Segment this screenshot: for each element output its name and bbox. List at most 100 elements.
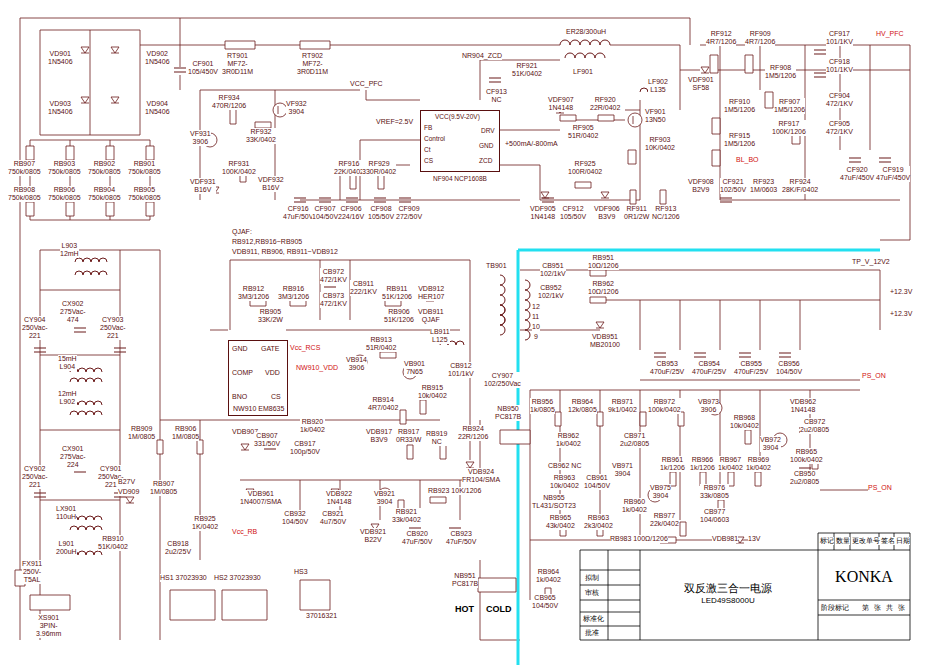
component-label: RF909 4R7/1206 <box>745 30 775 46</box>
component-label: RB924 22R/1206 <box>458 425 488 441</box>
component-label: RB906 750k/0805 <box>48 186 81 202</box>
component-label: RB916 3M3/1206 <box>278 285 309 301</box>
component-label: RF913 NC/1206 <box>652 205 680 221</box>
component-label: FX911 250V-T5AL <box>22 560 42 584</box>
component-label: VF901 13N50 <box>645 108 666 124</box>
component-label: CF913 NC <box>486 88 507 104</box>
component-label: LB911 L125 <box>430 328 450 344</box>
component-label: RB969 1k/0402 <box>746 456 771 472</box>
component-label: VDF932 B16V <box>258 176 284 192</box>
component-label: VDB911, RB906, RB911~VDB912 <box>232 248 338 256</box>
component-label: VF932 3904 <box>286 100 307 116</box>
component-label: 12mH L902 <box>58 390 77 406</box>
component-label: VDB917 B3V9 <box>366 428 392 444</box>
component-label: TB901 <box>486 262 507 270</box>
component-label: VDB921 B22V <box>360 528 386 544</box>
component-label: RB962 10Ω/1206 <box>588 280 619 296</box>
component-label: RB905 750k/0805 <box>128 186 161 202</box>
component-label: RF921 51K/0402 <box>512 62 542 78</box>
component-label: RF923 1M/0603 <box>750 178 777 194</box>
component-label: 标准化 <box>583 615 604 623</box>
component-label: VD901 1N5406 <box>48 50 73 66</box>
component-label: RF908 1M5/1206 <box>765 64 796 80</box>
component-label: QJAF: <box>232 228 252 236</box>
component-label: RF932 33K/0402 <box>246 128 276 144</box>
component-label: RT901 MF72-3R0D11M <box>222 52 253 76</box>
component-label: HS2 37023930 <box>214 574 261 582</box>
inductor-symbol <box>70 40 664 555</box>
ic-chip: GNDGATECOMPVDDBNOCSNW910 EM8635 <box>228 340 288 416</box>
component-label: VDF906 B3V9 <box>594 205 620 221</box>
component-label: RB968 10k/0402 <box>730 414 759 430</box>
component-label: LF902 L135 <box>648 78 668 94</box>
component-label: VDF905 1N4148 <box>530 205 556 221</box>
pin-name: BNO <box>232 393 247 400</box>
capacitor-symbol <box>34 50 891 607</box>
component-label: RB919 NC <box>426 430 447 446</box>
component-label: CB932 104/50V <box>282 510 308 526</box>
wire <box>20 18 910 640</box>
pin-name: DRV <box>481 127 495 134</box>
component-label: RB977 22k/0402 <box>650 512 679 528</box>
component-label: 37016321 <box>306 612 337 620</box>
component-label: RB908 750k/0805 <box>8 186 41 202</box>
component-label: RB956 1k/0805 <box>530 398 555 414</box>
component-label: CB912 101/1kV <box>448 362 474 378</box>
component-label: VDB951 MB20100 <box>590 333 620 349</box>
component-label: NB950 PC817B <box>495 405 521 421</box>
component-label: PS_ON <box>862 372 886 380</box>
component-label: VB901 7N65 <box>404 360 425 376</box>
component-label: RB914 4R7/0402 <box>368 396 398 412</box>
component-label: RB912 3M3/1206 <box>238 285 269 301</box>
component-label: 拟制 <box>585 574 599 582</box>
component-label: VREF=2.5V <box>376 118 413 126</box>
component-label: RB913 51R/0402 <box>366 336 396 352</box>
component-label: RB902 750k/0805 <box>88 160 121 176</box>
pin-name: GATE <box>261 345 280 352</box>
resistor-symbol <box>26 41 818 596</box>
component-label: RF925 100R/0402 <box>568 160 602 176</box>
component-label: 批准 <box>585 629 599 637</box>
component-label: CF905 472/1KV <box>826 120 853 136</box>
component-label: RB920 1k/0402 <box>300 418 325 434</box>
component-label: RB909 1M/0805 <box>128 425 155 441</box>
component-label: CB972 2u2/0805 <box>800 418 829 434</box>
component-label: +500mA/-800mA <box>505 140 558 148</box>
component-label: RB907 750k/0805 <box>8 160 41 176</box>
component-label: Vcc_RCS <box>290 344 320 352</box>
component-label: CB907 331/50V <box>254 432 280 448</box>
diode-symbol <box>81 47 809 543</box>
component-label: VF931 3906 <box>190 130 211 146</box>
pin-name: Ct <box>424 146 431 153</box>
component-label: VDF901 SF58 <box>688 76 714 92</box>
component-label: L903 12mH <box>60 242 79 258</box>
component-label: NW910_VDD <box>296 364 338 372</box>
component-label: VDB981 <box>712 535 738 543</box>
component-label: XS901 3PIN-3.96mm <box>36 614 61 638</box>
component-label: VDF907 1N4148 <box>548 96 574 112</box>
part-outline <box>15 430 530 620</box>
component-label: RB967 1k/0402 <box>718 456 743 472</box>
component-label: 13V <box>748 535 760 543</box>
component-label: VB971 3904 <box>612 462 633 478</box>
component-label: RB960 1k/0402 <box>622 498 647 514</box>
component-label: CF908 105/50V <box>368 205 394 221</box>
pin-name: VCC(9.5V-20V) <box>435 113 480 120</box>
component-label: RB972 100k/0402 <box>648 398 681 414</box>
cell-text: LED49S8000U <box>701 596 754 606</box>
component-label: CF918 101/1KV <box>826 58 853 74</box>
component-label: RB906 51K/1206 <box>384 308 414 324</box>
component-label: RB910 51K/0402 <box>98 535 128 551</box>
component-label: VDB962 1N4148 <box>790 398 816 414</box>
component-label: VD903 1N5406 <box>48 100 73 116</box>
component-label: RB971 9k1/0402 <box>608 398 637 414</box>
cell-text: 双反激三合一电源 <box>684 582 772 596</box>
component-label: +12.3V <box>890 310 912 318</box>
component-label: VDB961 1N4007/SMA <box>240 490 282 506</box>
component-label: CY903 250Vac-221 <box>100 316 126 340</box>
component-label: RF924 28K/F/0402 <box>782 178 818 194</box>
component-label: CY902 250Vac-221 <box>22 465 48 489</box>
component-label: CY904 250Vac-221 <box>22 316 48 340</box>
component-label: RB907 1M/0805 <box>150 480 177 496</box>
component-label: RF916 22K/0402 <box>334 160 364 176</box>
